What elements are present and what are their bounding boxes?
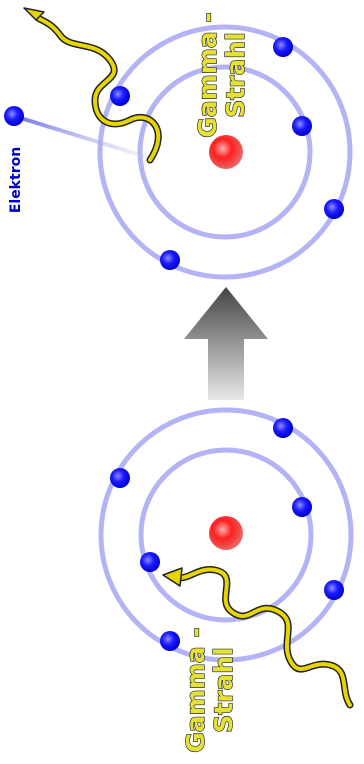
electron-icon bbox=[273, 37, 293, 57]
electron-icon bbox=[140, 552, 160, 572]
atom-before: Gamma - Strahl bbox=[101, 410, 351, 753]
nucleus-icon bbox=[209, 135, 243, 169]
atom-after: Gamma - Strahl Elektron bbox=[4, 8, 350, 277]
gamma-label-bottom-line2: Strahl bbox=[209, 647, 238, 733]
process-arrow-icon bbox=[184, 287, 268, 400]
nucleus-icon bbox=[209, 516, 243, 550]
electron-icon bbox=[160, 250, 180, 270]
gamma-ray-out-icon bbox=[24, 8, 158, 160]
electron-icon bbox=[324, 580, 344, 600]
gamma-ray-label-bottom: Gamma - Strahl bbox=[181, 627, 238, 752]
electron-icon bbox=[292, 116, 312, 136]
electron-icon bbox=[273, 418, 293, 438]
ejected-electron-icon bbox=[4, 106, 24, 126]
gamma-label-top-line2: Strahl bbox=[221, 32, 250, 118]
electron-label: Elektron bbox=[8, 147, 24, 213]
gamma-label-bottom-line1: Gamma - bbox=[181, 627, 210, 752]
electron-icon bbox=[110, 468, 130, 488]
gamma-ray-label-top: Gamma - Strahl bbox=[193, 12, 250, 137]
electron-icon bbox=[160, 631, 180, 651]
electron-icon bbox=[324, 199, 344, 219]
electron-icon bbox=[292, 497, 312, 517]
gamma-label-top-line1: Gamma - bbox=[193, 12, 222, 137]
electron-icon bbox=[110, 86, 130, 106]
